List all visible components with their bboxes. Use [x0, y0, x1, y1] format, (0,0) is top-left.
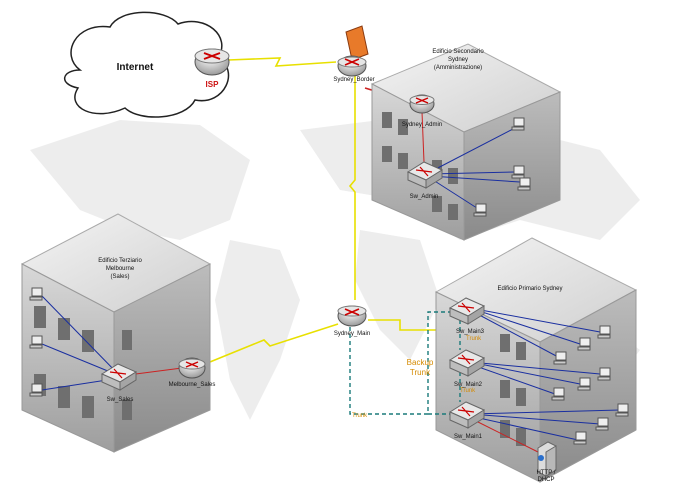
switch-sw-main2[interactable]: Sw_Main2: [448, 349, 486, 388]
workstation[interactable]: [29, 335, 43, 349]
workstation[interactable]: [511, 117, 525, 131]
switch-sw-sales[interactable]: Sw_Sales: [100, 363, 138, 403]
backup-trunk: [349, 311, 461, 415]
switch-sw-main3[interactable]: Sw_Main3: [448, 297, 486, 335]
switch-sw-main1[interactable]: Sw_Main1: [448, 401, 486, 440]
internet-cloud[interactable]: Internet: [64, 11, 230, 118]
router-melbourne-sales-label: Melbourne_Sales: [169, 382, 216, 388]
building-tertiary-title: Edificio Terziario: [98, 258, 142, 264]
building-primary-title: Edificio Primario Sydney: [497, 286, 562, 292]
switch-sw-admin[interactable]: Sw_Admin: [406, 161, 444, 200]
lan-links: [41, 127, 621, 441]
workstation[interactable]: [577, 377, 591, 391]
link-isp-border: [227, 57, 337, 67]
building-tertiary-city: Melbourne: [106, 266, 135, 272]
router-sydney-main[interactable]: Sydney_Main: [334, 305, 370, 337]
router-sydney-admin-label: Sydney_Admin: [402, 122, 442, 128]
switch-sw-main1-label: Sw_Main1: [454, 434, 483, 440]
workstation[interactable]: [595, 417, 609, 431]
building-tertiary: Edificio Terziario Melbourne (Sales): [20, 213, 212, 453]
workstation[interactable]: [577, 337, 591, 351]
backup-trunk-label-line2: Trunk: [410, 368, 431, 377]
workstation[interactable]: [29, 383, 43, 397]
switch-sw-main3-label: Sw_Main3: [456, 329, 485, 335]
link-border-main: [348, 72, 356, 300]
router-sydney-main-label: Sydney_Main: [334, 331, 370, 337]
workstation[interactable]: [573, 431, 587, 445]
firewall-icon: [345, 25, 369, 61]
router-melbourne-sales[interactable]: Melbourne_Sales: [169, 357, 216, 388]
backup-trunk-label-line1: Backup: [407, 358, 434, 367]
building-secondary-city: Sydney: [448, 57, 468, 63]
switch-sw-sales-label: Sw_Sales: [107, 397, 134, 403]
workstation[interactable]: [551, 387, 565, 401]
link-main-trunk: [368, 319, 436, 331]
building-secondary-title: Edificio Secondario: [432, 49, 484, 55]
building-secondary: Edificio Secondario Sydney (Amministrazi…: [370, 43, 562, 241]
router-isp-label: ISP: [206, 80, 220, 89]
trunk-label-bottom: Trunk: [352, 413, 368, 419]
switch-sw-admin-label: Sw_Admin: [410, 194, 439, 200]
workstation[interactable]: [597, 325, 611, 339]
server-label-line1: HTTP /: [537, 470, 556, 476]
trunk-label-main3: Trunk: [466, 336, 482, 342]
router-sydney-border[interactable]: Sydney_Border: [333, 55, 375, 83]
workstation[interactable]: [473, 203, 487, 217]
switch-sw-main2-label: Sw_Main2: [454, 382, 483, 388]
workstation[interactable]: [511, 165, 525, 179]
workstation[interactable]: [615, 403, 629, 417]
building-tertiary-dept: (Sales): [110, 274, 129, 280]
server-label-line2: DHCP: [537, 477, 554, 483]
workstation[interactable]: [517, 177, 531, 191]
router-sydney-border-label: Sydney_Border: [333, 77, 374, 83]
workstation[interactable]: [553, 351, 567, 365]
workstations: [29, 117, 629, 445]
workstation[interactable]: [597, 367, 611, 381]
workstation[interactable]: [29, 287, 43, 301]
link-main-melbourne: [204, 323, 339, 365]
router-isp[interactable]: ISP: [194, 48, 230, 89]
server-icon[interactable]: HTTP / DHCP: [537, 441, 557, 483]
router-sydney-admin[interactable]: Sydney_Admin: [402, 94, 442, 128]
building-secondary-dept: (Amministrazione): [434, 65, 482, 71]
trunk-label-main2: Trunk: [460, 388, 476, 394]
internet-label: Internet: [117, 62, 154, 73]
